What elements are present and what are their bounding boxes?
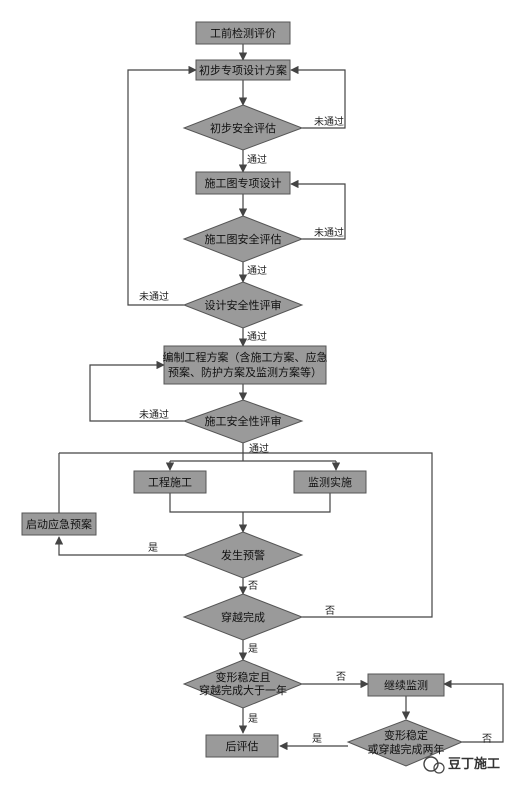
node-crossing-done: 穿越完成 bbox=[182, 593, 304, 641]
node-prelim-design-text: 初步专项设计方案 bbox=[199, 63, 287, 77]
label-no-crossing: 否 bbox=[325, 605, 335, 617]
node-stable-one-year-line1: 变形稳定且 bbox=[216, 670, 271, 684]
connectors bbox=[54, 44, 504, 751]
node-crossing-done-text: 穿越完成 bbox=[221, 610, 265, 624]
node-prelim-safety-eval-text: 初步安全评估 bbox=[210, 121, 276, 135]
label-yes-stable-two-years: 是 bbox=[312, 733, 322, 745]
edge-labels: 未通过 通过 未通过 通过 未通过 通过 未通过 通过 是 否 否 是 否 是 … bbox=[139, 115, 492, 745]
label-fail-design-review: 未通过 bbox=[139, 290, 169, 303]
node-stable-two-years-line1: 变形稳定 bbox=[384, 728, 428, 742]
node-emergency-plan: 启动应急预案 bbox=[21, 512, 97, 536]
label-yes-crossing: 是 bbox=[248, 643, 258, 655]
node-construction-text: 工程施工 bbox=[148, 476, 192, 489]
label-yes-warning: 是 bbox=[148, 542, 158, 554]
node-warning: 发生预警 bbox=[182, 531, 304, 579]
node-prelim-safety-eval: 初步安全评估 bbox=[182, 104, 304, 151]
node-stable-one-year: 变形稳定且 穿越完成大于一年 bbox=[182, 659, 304, 709]
node-stable-two-years-line2: 或穿越完成两年 bbox=[368, 742, 445, 756]
node-warning-text: 发生预警 bbox=[221, 548, 265, 562]
node-design-review-text: 设计安全性评审 bbox=[205, 298, 282, 312]
label-no-stable-two-years: 否 bbox=[482, 733, 492, 745]
node-emergency-plan-text: 启动应急预案 bbox=[26, 517, 92, 531]
label-pass-prelim: 通过 bbox=[247, 153, 267, 166]
node-engineering-plan-line1: 编制工程方案（含施工方案、应急 bbox=[163, 350, 328, 364]
node-construction: 工程施工 bbox=[133, 470, 207, 494]
label-yes-stable-one-year: 是 bbox=[248, 713, 258, 725]
node-drawing-design-text: 施工图专项设计 bbox=[205, 176, 282, 190]
node-engineering-plan-line2: 预案、防护方案及监测方案等） bbox=[168, 365, 322, 379]
watermark-text: 豆丁施工 bbox=[448, 756, 500, 772]
wechat-icon bbox=[423, 756, 439, 772]
node-continue-monitoring: 继续监测 bbox=[367, 673, 445, 697]
node-pre-eval: 工前检测评价 bbox=[195, 21, 291, 45]
node-post-eval: 后评估 bbox=[205, 734, 279, 758]
node-drawing-design: 施工图专项设计 bbox=[195, 171, 291, 195]
label-fail-drawing: 未通过 bbox=[314, 226, 344, 239]
node-construction-review: 施工安全性评审 bbox=[182, 399, 304, 444]
node-monitoring: 监测实施 bbox=[293, 470, 367, 494]
node-design-review: 设计安全性评审 bbox=[182, 281, 304, 329]
node-continue-monitoring-text: 继续监测 bbox=[384, 678, 428, 692]
label-no-stable-one-year: 否 bbox=[336, 671, 346, 683]
label-pass-design-review: 通过 bbox=[247, 330, 267, 343]
node-drawing-safety-eval-text: 施工图安全评估 bbox=[205, 232, 282, 246]
label-no-warning: 否 bbox=[248, 580, 258, 592]
label-pass-construction-review: 通过 bbox=[249, 442, 269, 455]
node-drawing-safety-eval: 施工图安全评估 bbox=[182, 215, 304, 263]
label-fail-construction-review: 未通过 bbox=[139, 408, 169, 421]
node-pre-eval-text: 工前检测评价 bbox=[210, 26, 276, 40]
node-construction-review-text: 施工安全性评审 bbox=[205, 414, 282, 428]
node-monitoring-text: 监测实施 bbox=[308, 475, 352, 489]
node-engineering-plan: 编制工程方案（含施工方案、应急 预案、防护方案及监测方案等） bbox=[163, 345, 328, 385]
node-prelim-design: 初步专项设计方案 bbox=[195, 59, 291, 81]
node-stable-one-year-line2: 穿越完成大于一年 bbox=[199, 683, 287, 697]
label-pass-drawing: 通过 bbox=[247, 264, 267, 277]
node-stable-two-years: 变形稳定 或穿越完成两年 bbox=[346, 719, 464, 767]
label-fail-prelim: 未通过 bbox=[314, 115, 344, 128]
watermark: 豆丁施工 bbox=[423, 756, 500, 774]
node-post-eval-text: 后评估 bbox=[226, 740, 259, 753]
